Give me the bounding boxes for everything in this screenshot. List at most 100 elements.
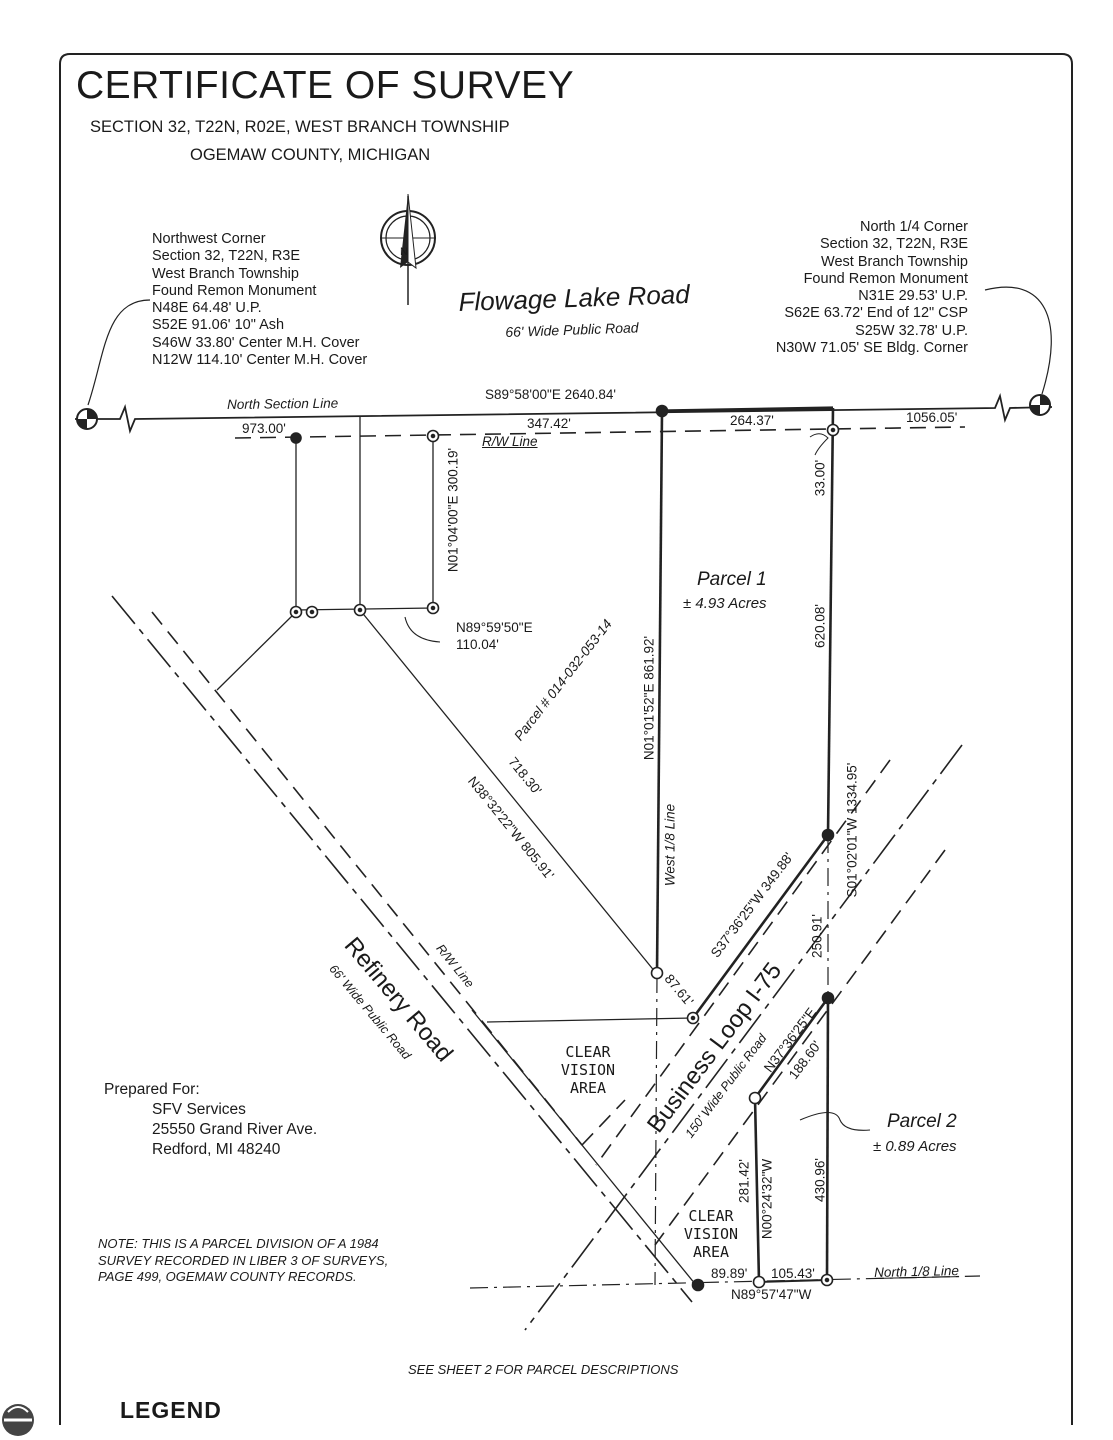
open-iron-icon xyxy=(650,966,664,980)
nq-line: North 1/4 Corner xyxy=(860,219,968,235)
dist-430: 430.96' xyxy=(812,1158,828,1202)
n-quarter-corner-monument-icon xyxy=(1029,394,1051,416)
nw-line: Found Remon Monument xyxy=(152,282,317,299)
north-section-line-label: North Section Line xyxy=(227,395,339,412)
dist-347: 347.42' xyxy=(527,416,571,431)
dist-620: 620.08' xyxy=(812,604,828,648)
nq-line: Section 32, T22N, R3E xyxy=(819,236,968,253)
dist-250: 250.91' xyxy=(809,914,825,958)
survey-title: CERTIFICATE OF SURVEY xyxy=(76,64,575,107)
found-iron-icon xyxy=(821,828,835,842)
nw-tie: N48E 64.48' U.P. xyxy=(152,300,262,317)
set-iron-icon xyxy=(426,429,440,443)
n0104-bearing: N01°04'00"E 300.19' xyxy=(445,447,461,573)
nw-corner-monument-icon xyxy=(76,408,98,430)
prepared-for-label: Prepared For: xyxy=(104,1081,200,1098)
found-iron-icon xyxy=(290,432,302,444)
note-line: SURVEY RECORDED IN LIBER 3 OF SURVEYS, xyxy=(98,1252,389,1268)
nw-corner-note: Northwest Corner Section 32, T22N, R3E W… xyxy=(152,231,367,369)
clear-vision-area-1: CLEAR VISION AREA xyxy=(553,1043,623,1097)
n-quarter-corner-note: North 1/4 Corner Section 32, T22N, R3E W… xyxy=(776,219,968,357)
n0024-bearing: N00°24'32"W xyxy=(759,1158,775,1240)
clear-vision-word: CLEAR xyxy=(688,1207,734,1225)
parcel1-name: Parcel 1 xyxy=(697,569,767,590)
dist-105: 105.43' xyxy=(771,1266,815,1281)
legend-heading: LEGEND xyxy=(120,1397,222,1423)
north-eighth-label: North 1/8 Line xyxy=(874,1263,960,1280)
set-iron-icon xyxy=(305,605,319,619)
sheet-border xyxy=(59,53,1073,1425)
set-iron-icon xyxy=(686,1011,700,1025)
west-eighth-bearing: N01°01'52"E 861.92' xyxy=(641,635,657,761)
note-line: PAGE 499, OGEMAW COUNTY RECORDS. xyxy=(98,1269,357,1284)
west-eighth-label: West 1/8 Line xyxy=(662,803,678,887)
prepared-for-city: Redford, MI 48240 xyxy=(152,1141,281,1158)
n8959-bearing: N89°59'50"E xyxy=(456,620,533,635)
nq-tie: N30W 71.05' SE Bldg. Corner xyxy=(775,340,968,357)
section-line-bearing: S89°58'00"E 2640.84' xyxy=(485,387,616,402)
monuments xyxy=(289,404,840,1292)
set-iron-icon xyxy=(820,1273,834,1287)
see-sheet-note: SEE SHEET 2 FOR PARCEL DESCRIPTIONS xyxy=(408,1362,679,1377)
rw-tick xyxy=(809,433,829,456)
note-line: NOTE: THIS IS A PARCEL DIVISION OF A 198… xyxy=(98,1236,379,1251)
north-arrow-icon xyxy=(380,193,436,305)
prepared-for-company: SFV Services xyxy=(152,1101,246,1118)
dist-281: 281.42' xyxy=(736,1159,752,1203)
dist-33: 33.00' xyxy=(812,459,828,497)
north-section-line xyxy=(75,392,1053,435)
clear-vision-word: CLEAR xyxy=(565,1043,611,1061)
s0102-bearing: S01°02'01"W 1334.95' xyxy=(844,762,860,898)
nw-tie: S52E 91.06' 10" Ash xyxy=(152,317,285,334)
clear-vision-word: AREA xyxy=(692,1243,730,1261)
business-loop-road xyxy=(524,744,963,1331)
clear-vision-area-2: CLEAR VISION AREA xyxy=(676,1207,746,1261)
west-lot-lines xyxy=(216,416,657,974)
n8957-bearing: N89°57'47"W xyxy=(731,1287,812,1302)
nw-tie: N12W 114.10' Center M.H. Cover xyxy=(152,352,368,369)
nq-line: Found Remon Monument xyxy=(803,270,968,287)
nq-tie: S62E 63.72' End of 12" CSP xyxy=(784,305,968,322)
logo-icon xyxy=(2,1404,34,1436)
north-eighth-line xyxy=(469,1275,981,1289)
nq-line: West Branch Township xyxy=(821,253,968,270)
rw-line-top xyxy=(234,426,966,439)
parcel2-leader xyxy=(799,1111,871,1131)
nw-line: West Branch Township xyxy=(152,265,299,282)
nq-tie: S25W 32.78' U.P. xyxy=(855,322,968,339)
found-iron-icon xyxy=(655,404,669,418)
clear-vision-word: VISION xyxy=(560,1061,616,1079)
n8959-leader xyxy=(404,616,441,643)
nq-tie: N31E 29.53' U.P. xyxy=(858,288,968,305)
nw-tie: S46W 33.80' Center M.H. Cover xyxy=(152,334,360,351)
parcel2-acres: ± 0.89 Acres xyxy=(873,1138,957,1155)
set-iron-icon xyxy=(289,605,303,619)
dist-1056: 1056.05' xyxy=(906,410,958,425)
parcel2-name: Parcel 2 xyxy=(887,1111,957,1132)
set-iron-icon xyxy=(826,423,840,437)
survey-subtitle-1: SECTION 32, T22N, R02E, WEST BRANCH TOWN… xyxy=(90,118,510,136)
dist-264: 264.37' xyxy=(730,413,774,428)
refinery-road xyxy=(111,595,693,1303)
found-iron-icon xyxy=(821,991,835,1005)
nw-leader xyxy=(87,299,151,406)
parcel1-boundary xyxy=(655,407,835,1019)
clear-vision-word: VISION xyxy=(683,1225,739,1243)
prepared-for-street: 25550 Grand River Ave. xyxy=(152,1121,318,1138)
clear-vision-top xyxy=(486,1017,694,1023)
survey-subtitle-2: OGEMAW COUNTY, MICHIGAN xyxy=(190,146,431,164)
open-iron-icon xyxy=(752,1275,766,1289)
dist-973: 973.00' xyxy=(242,421,286,436)
dist-89: 89.89' xyxy=(711,1266,748,1281)
parcel1-acres: ± 4.93 Acres xyxy=(683,595,767,612)
refinery-rw-solid xyxy=(471,1009,701,1291)
set-iron-icon xyxy=(353,603,367,617)
clear-vision-word: AREA xyxy=(569,1079,607,1097)
open-iron-icon xyxy=(748,1091,762,1105)
compass-letter: N xyxy=(400,246,408,258)
nw-line: Section 32, T22N, R3E xyxy=(152,248,301,265)
nq-leader xyxy=(984,286,1052,395)
n8959-dist: 110.04' xyxy=(456,637,499,652)
nw-line: Northwest Corner xyxy=(152,231,266,247)
